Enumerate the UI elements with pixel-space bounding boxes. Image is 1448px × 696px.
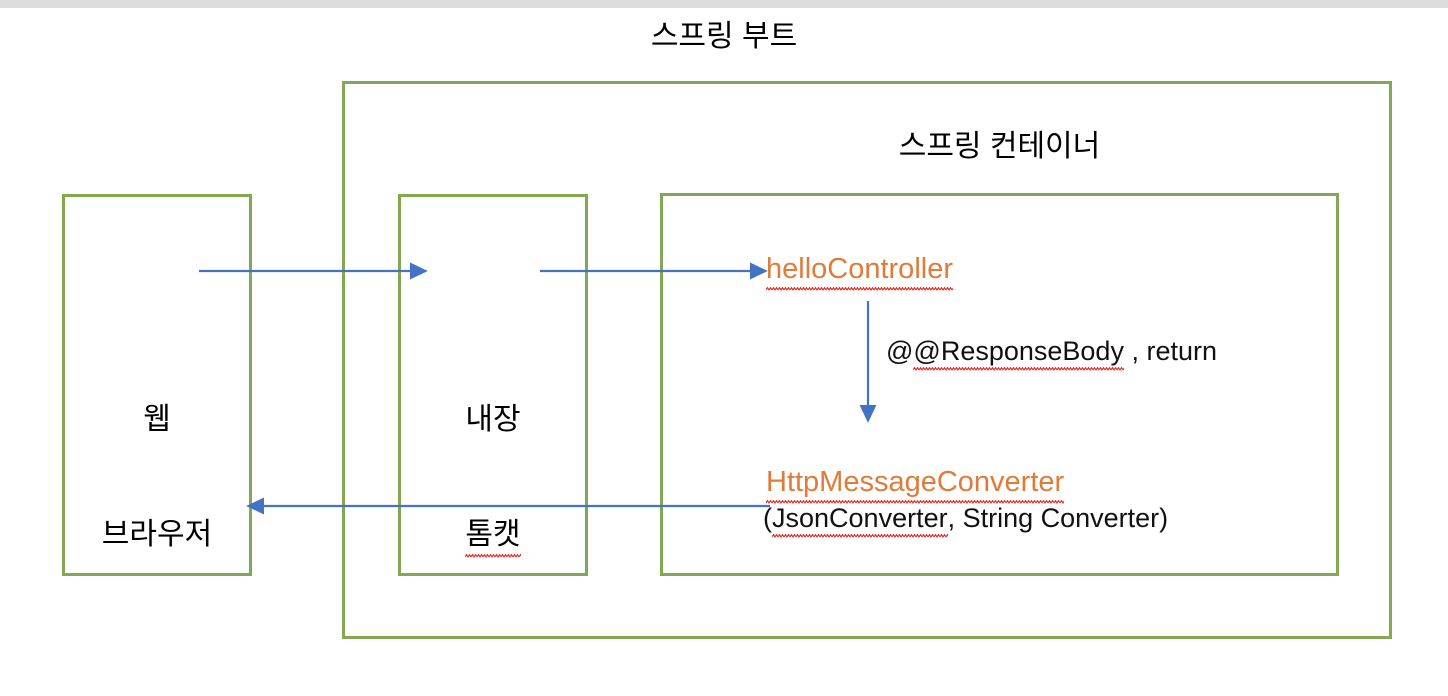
converter-sub-rest: , String Converter) xyxy=(947,503,1169,533)
hello-controller-node: helloController xyxy=(766,252,953,291)
embedded-tomcat-label-line2-text: 톰캣 xyxy=(465,515,521,559)
hello-controller-label: helloController xyxy=(766,252,953,291)
converter-sub-open: ( xyxy=(763,503,772,533)
web-browser-box xyxy=(62,194,252,576)
embedded-tomcat-box xyxy=(398,194,588,576)
http-message-converter-label: HttpMessageConverter xyxy=(766,465,1065,504)
http-message-converter-node: HttpMessageConverter xyxy=(766,465,1065,504)
web-browser-label: 웹 브라우저 xyxy=(62,324,252,631)
response-body-tag: @ResponseBody xyxy=(913,335,1124,372)
http-message-converter-sublabel: (JsonConverter, String Converter) xyxy=(763,502,1169,539)
spring-container-box xyxy=(660,193,1339,576)
response-body-rest: , return xyxy=(1123,336,1217,366)
response-body-annotation: @@ResponseBody , return xyxy=(886,335,1217,372)
converter-sub-json: JsonConverter xyxy=(772,502,948,539)
response-body-tag-text: @ResponseBody xyxy=(913,336,1124,366)
spring-boot-boundary-box xyxy=(342,81,1392,639)
response-body-at-sign: @ xyxy=(886,336,914,366)
spring-container-title: 스프링 컨테이너 xyxy=(898,130,1101,163)
embedded-tomcat-label-line1: 내장 xyxy=(465,402,521,436)
web-browser-label-line1: 웹 xyxy=(143,402,171,436)
embedded-tomcat-label: 내장 톰캣 xyxy=(398,324,588,635)
diagram-title: 스프링 부트 xyxy=(650,20,798,53)
window-top-bar xyxy=(0,0,1448,8)
web-browser-label-line2: 브라우저 xyxy=(101,517,213,551)
embedded-tomcat-label-line2: 톰캣 xyxy=(398,515,588,559)
